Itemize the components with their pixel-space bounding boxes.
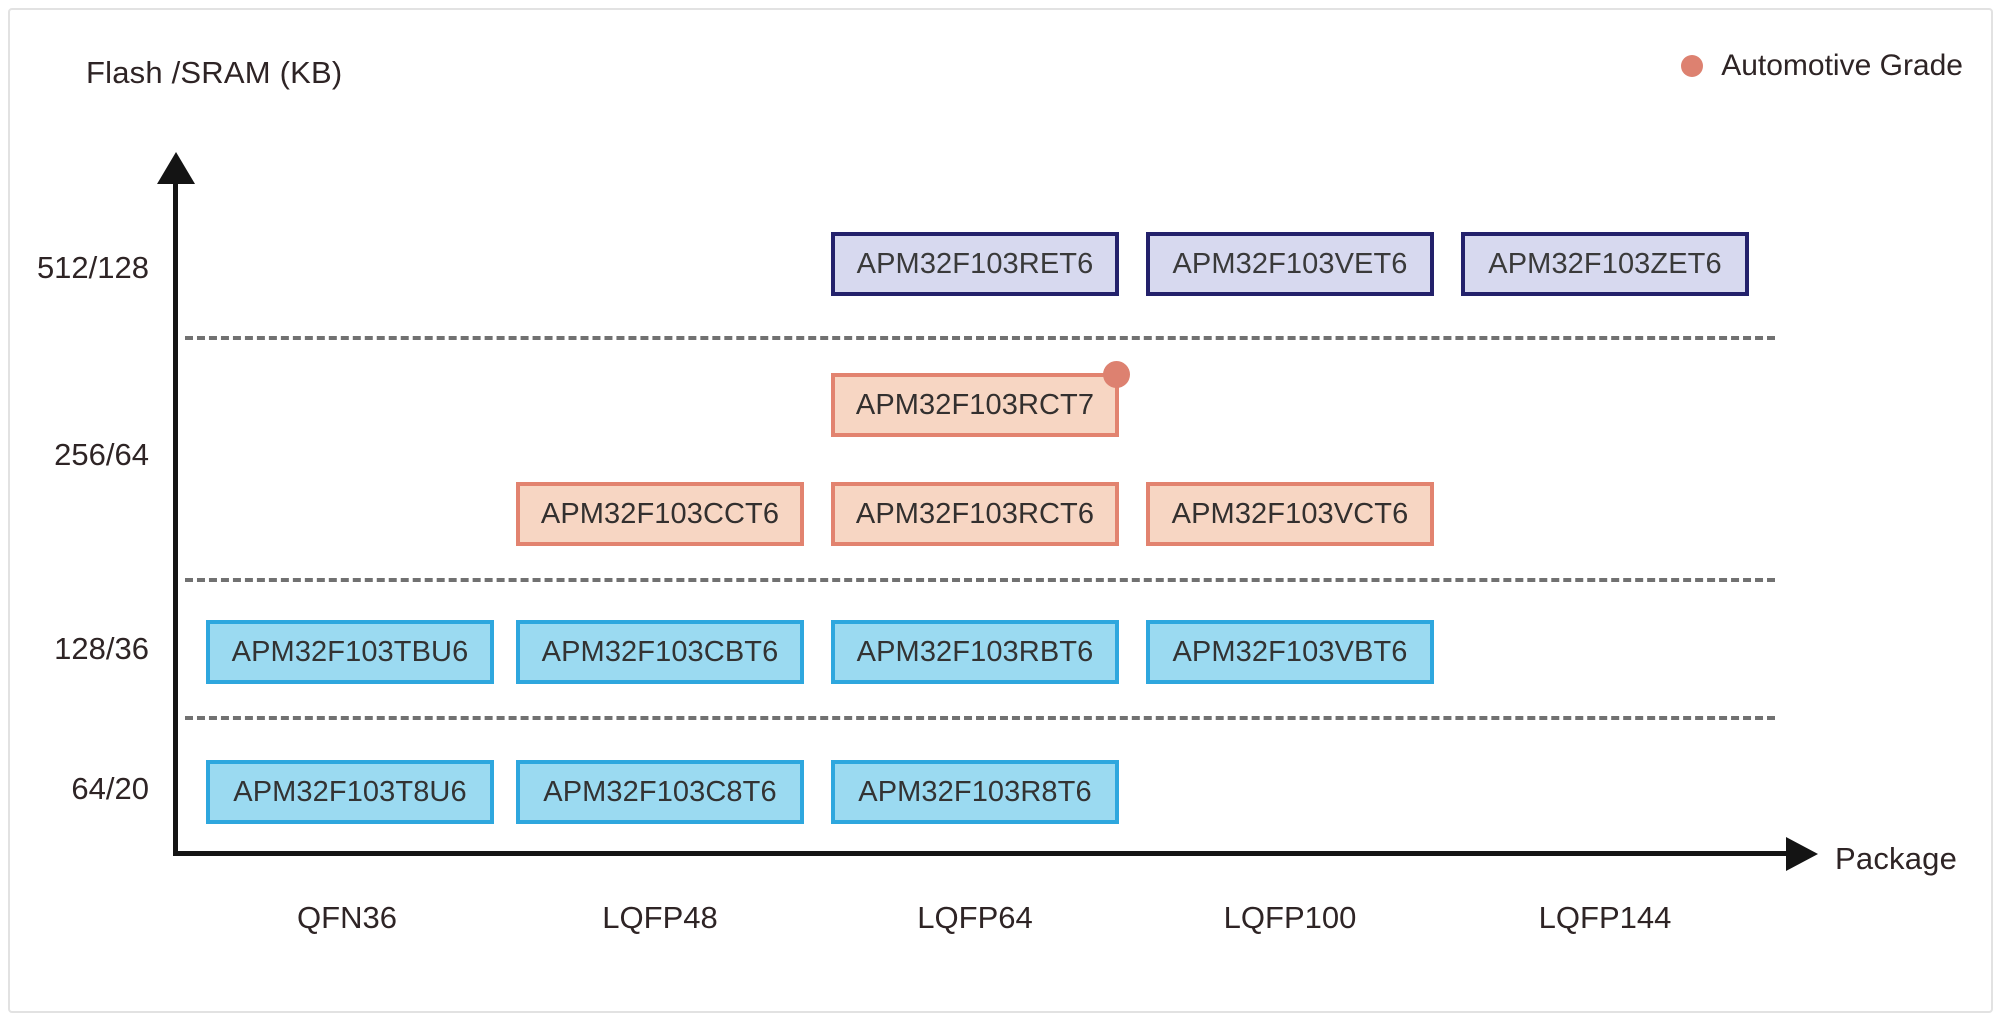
part-box-apm32f103r8t6[interactable]: APM32F103R8T6	[831, 760, 1119, 824]
part-box-apm32f103rct6[interactable]: APM32F103RCT6	[831, 482, 1119, 546]
legend-label-automotive-grade: Automotive Grade	[1721, 49, 1963, 82]
part-box-apm32f103rct7[interactable]: APM32F103RCT7	[831, 373, 1119, 437]
gridline-256-128	[185, 578, 1775, 582]
y-tick-label-256-64: 256/64	[54, 437, 149, 472]
part-box-apm32f103rbt6[interactable]: APM32F103RBT6	[831, 620, 1119, 684]
x-tick-label-qfn36: QFN36	[297, 900, 397, 935]
x-tick-label-lqfp100: LQFP100	[1223, 900, 1357, 935]
legend: Automotive Grade	[1681, 49, 1963, 82]
x-axis-arrowhead-icon	[1786, 837, 1818, 871]
part-box-apm32f103tbu6[interactable]: APM32F103TBU6	[206, 620, 494, 684]
part-box-apm32f103vbt6[interactable]: APM32F103VBT6	[1146, 620, 1434, 684]
x-axis-title: Package	[1835, 841, 1958, 876]
part-box-apm32f103vet6[interactable]: APM32F103VET6	[1146, 232, 1434, 296]
y-axis-line	[173, 172, 178, 856]
y-tick-label-128-36: 128/36	[54, 631, 149, 666]
x-tick-label-lqfp144: LQFP144	[1538, 900, 1672, 935]
part-box-apm32f103ret6[interactable]: APM32F103RET6	[831, 232, 1119, 296]
gridline-128-64	[185, 716, 1775, 720]
automotive-grade-dot-icon	[1681, 55, 1704, 77]
part-box-apm32f103c8t6[interactable]: APM32F103C8T6	[516, 760, 804, 824]
y-tick-label-64-20: 64/20	[71, 771, 149, 806]
y-axis-title: Flash /SRAM (KB)	[86, 55, 343, 90]
gridline-512-256	[185, 336, 1775, 340]
part-box-apm32f103t8u6[interactable]: APM32F103T8U6	[206, 760, 494, 824]
y-tick-label-512-128: 512/128	[36, 250, 149, 285]
x-tick-label-lqfp48: LQFP48	[602, 900, 718, 935]
part-box-apm32f103cct6[interactable]: APM32F103CCT6	[516, 482, 804, 546]
part-box-apm32f103cbt6[interactable]: APM32F103CBT6	[516, 620, 804, 684]
x-tick-label-lqfp64: LQFP64	[917, 900, 1033, 935]
part-box-apm32f103vct6[interactable]: APM32F103VCT6	[1146, 482, 1434, 546]
x-axis-line	[173, 851, 1788, 856]
part-box-apm32f103zet6[interactable]: APM32F103ZET6	[1461, 232, 1749, 296]
y-axis-arrowhead-icon	[157, 152, 195, 184]
